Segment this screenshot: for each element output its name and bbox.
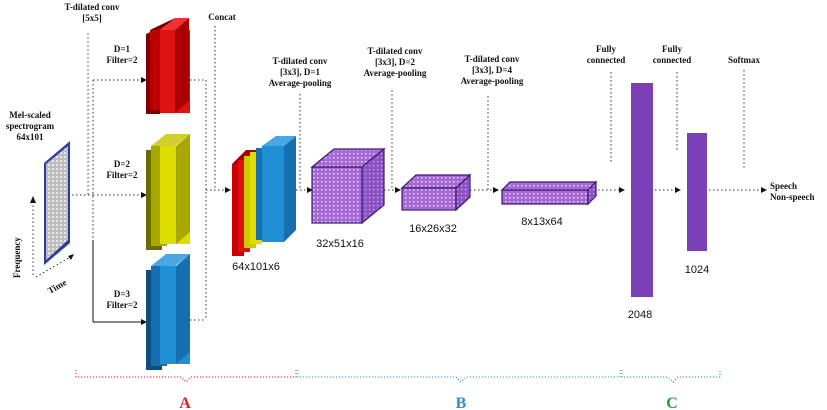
label-line: Filter=2 xyxy=(106,300,138,310)
dim-fc1: 2048 xyxy=(628,309,652,321)
section-b-brace xyxy=(297,370,621,383)
label-line: connected xyxy=(653,55,692,65)
input-spectrogram xyxy=(44,141,70,265)
label-line: Filter=2 xyxy=(106,55,138,65)
section-b-label: B xyxy=(456,395,467,410)
branch-d1-block xyxy=(146,18,190,114)
dim-concat: 64x101x6 xyxy=(232,261,280,273)
label-line: Average-pooling xyxy=(364,68,427,78)
label-line: D=3 xyxy=(114,289,131,299)
label-line: 64x101 xyxy=(17,132,45,142)
conv3-block xyxy=(500,180,598,206)
fc1-layer xyxy=(631,83,653,297)
time-label: Time xyxy=(46,277,68,296)
label-line: Filter=2 xyxy=(106,170,138,180)
label-line: Mel-scaled xyxy=(9,110,50,120)
label-line: T-dilated conv xyxy=(368,46,423,56)
label-line: Fully xyxy=(596,44,617,54)
softmax-label: Softmax xyxy=(728,55,760,65)
conv2-block xyxy=(400,173,472,212)
concat-label: Concat xyxy=(208,12,236,22)
label-line: connected xyxy=(587,55,626,65)
section-a-brace xyxy=(75,370,297,383)
branch-d3-block xyxy=(146,254,190,370)
top-conv-label: T-dilated conv[5x5] xyxy=(65,2,120,23)
time-axis xyxy=(35,255,73,278)
conv1-block xyxy=(310,147,386,225)
label-line: T-dilated conv xyxy=(273,56,328,66)
section-c-brace xyxy=(621,370,721,383)
label-line: Non-speech xyxy=(770,192,815,202)
dim-b3: 8x13x64 xyxy=(521,216,563,228)
dim-b2: 16x26x32 xyxy=(409,223,457,235)
label-line: D=1 xyxy=(114,44,131,54)
dim-b1: 32x51x16 xyxy=(316,238,364,250)
label-line: T-dilated conv xyxy=(465,54,520,64)
label-line: T-dilated conv xyxy=(65,2,120,12)
branch-d2-block xyxy=(146,134,190,250)
label-line: Average-pooling xyxy=(461,76,524,86)
label-line: [3x3], D=4 xyxy=(472,65,513,75)
frequency-label: Frequency xyxy=(12,237,22,278)
fc2-layer xyxy=(687,133,707,251)
label-line: D=2 xyxy=(114,159,131,169)
label-line: spectrogram xyxy=(6,121,55,131)
label-line: Fully xyxy=(662,44,683,54)
label-line: [3x3], D=2 xyxy=(375,57,416,67)
label-line: Average-pooling xyxy=(269,78,332,88)
label-line: [5x5] xyxy=(82,13,102,23)
section-c-label: C xyxy=(666,395,678,410)
label-line: [3x3], D=1 xyxy=(280,67,321,77)
concat-stack xyxy=(232,136,296,256)
section-a-label: A xyxy=(179,395,191,410)
branch-connectors xyxy=(68,26,231,325)
dim-fc2: 1024 xyxy=(685,264,709,276)
label-line: Speech xyxy=(770,181,797,191)
